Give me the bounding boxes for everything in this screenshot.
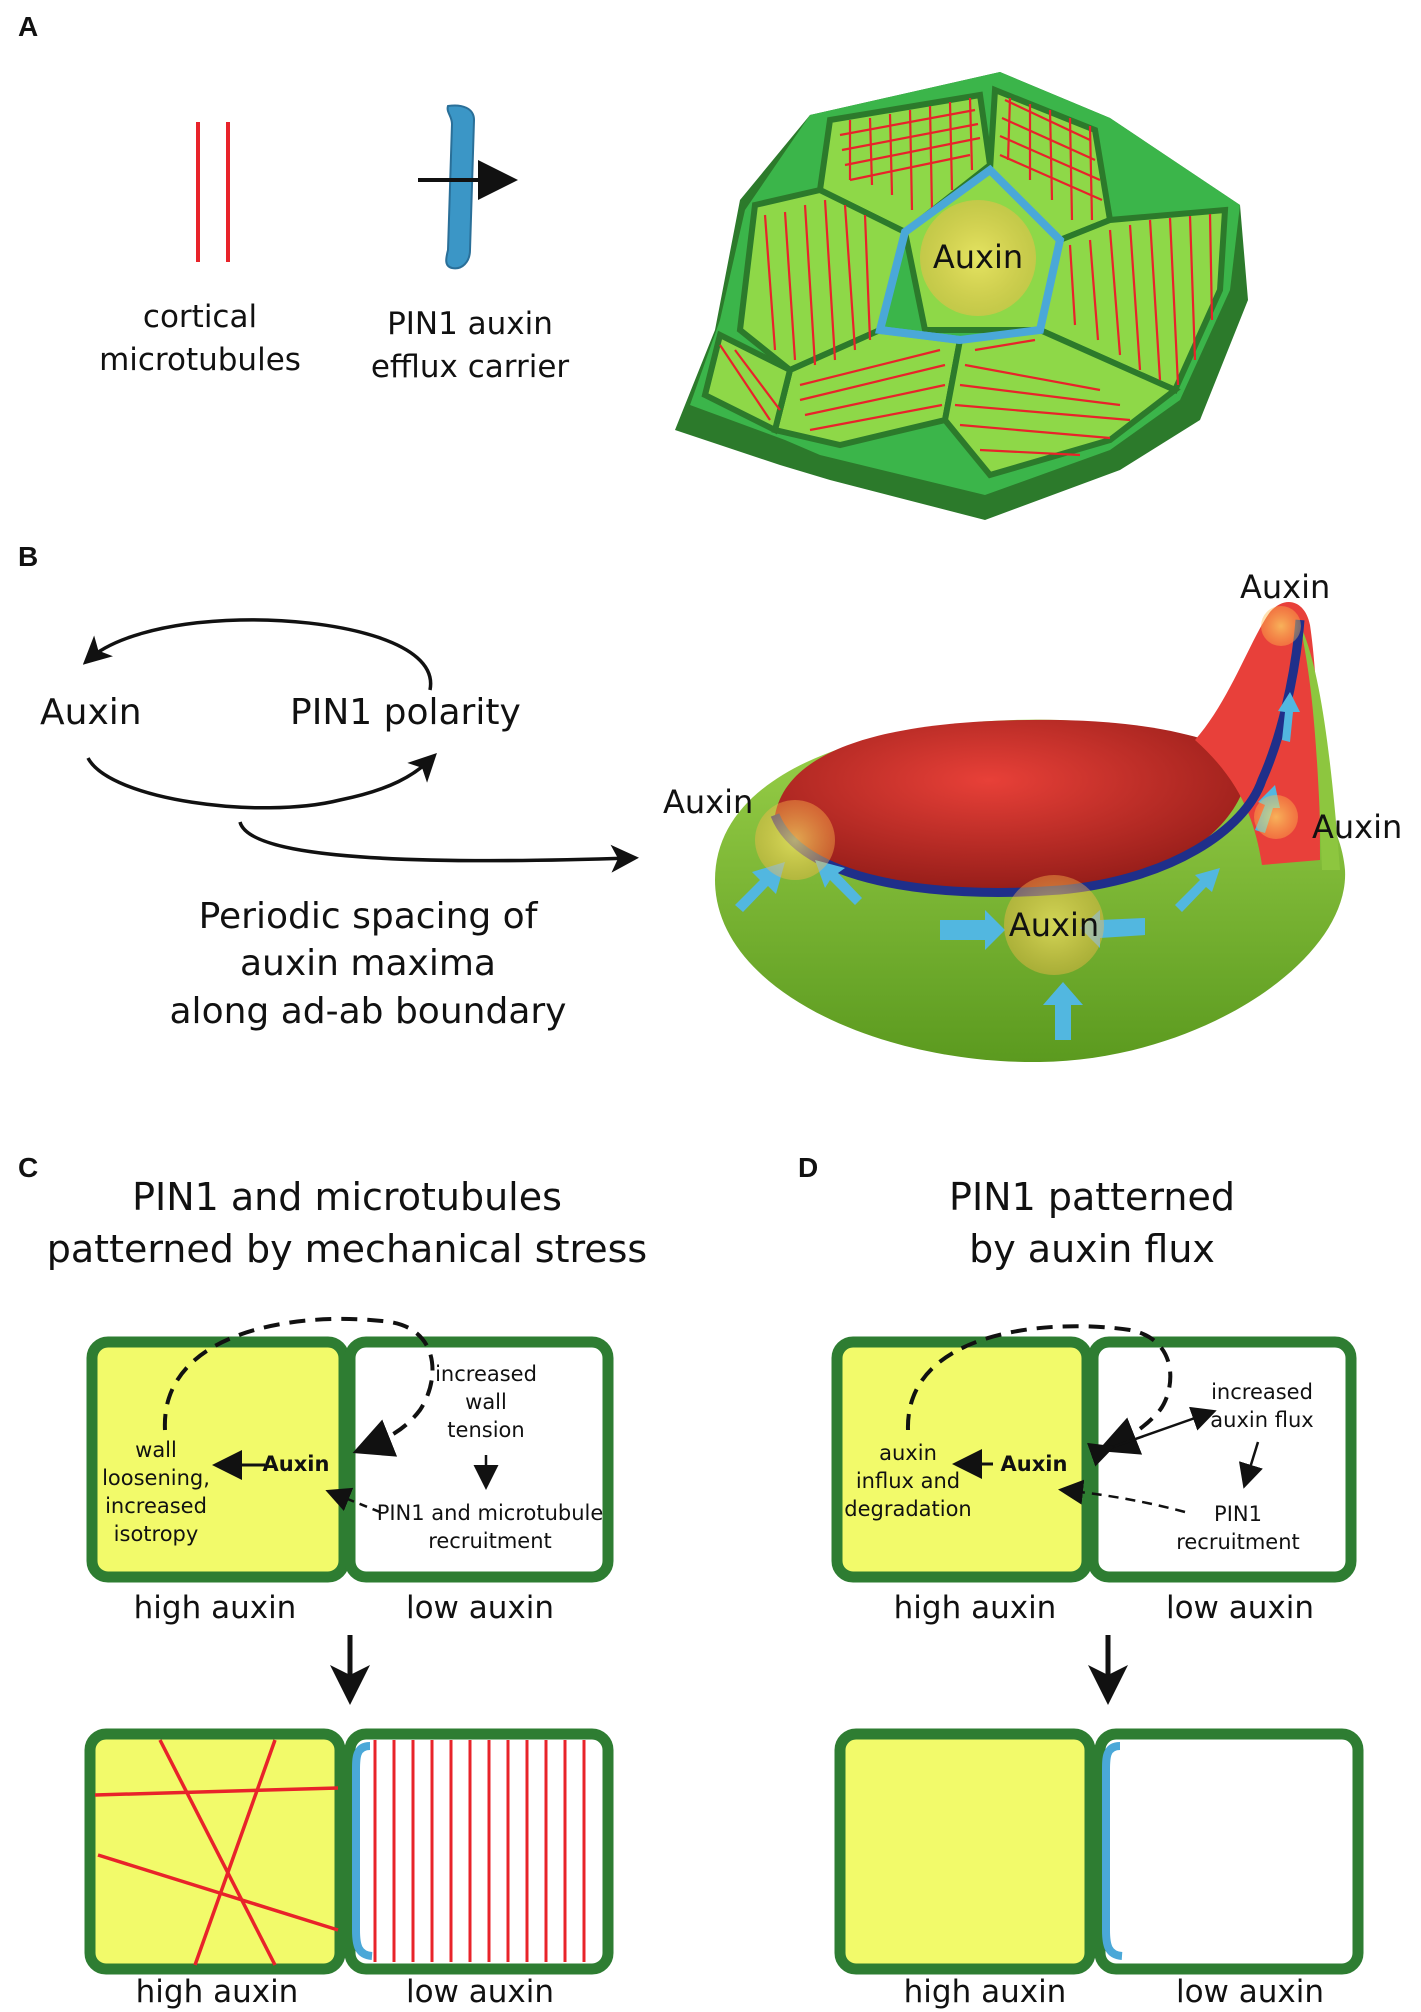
tissue-auxin-glow	[920, 200, 1036, 316]
panel-letter-c: C	[18, 1152, 38, 1183]
panel-letter-b: B	[18, 541, 38, 572]
panel-d-cells-bottom	[834, 1728, 1364, 1975]
c-left-cell-text-2: loosening,	[102, 1466, 210, 1490]
microtubules-legend-label-2: microtubules	[99, 342, 301, 378]
c-right-cell-bottom-2: recruitment	[428, 1529, 552, 1553]
feedback-arrow-top	[82, 618, 433, 691]
c-auxin-bold: Auxin	[263, 1452, 330, 1476]
leaf-auxin-label-left: Auxin	[663, 783, 753, 821]
panel-letter-a: A	[18, 11, 38, 42]
pin1-legend-label-2: efflux carrier	[371, 349, 570, 385]
feedback-pin1-polarity-label: PIN1 polarity	[290, 692, 521, 733]
panel-c-title-1: PIN1 and microtubules	[132, 1175, 562, 1219]
c-right-cell-top-1: increased	[435, 1362, 537, 1386]
feedback-arrow-bottom	[86, 753, 437, 810]
leaf-auxin-label-right: Auxin	[1312, 808, 1402, 846]
leaf-auxin-label-tip: Auxin	[1240, 568, 1330, 606]
c-left-cell-text-4: isotropy	[114, 1522, 199, 1546]
d-low-auxin-bottom: low auxin	[1176, 1974, 1324, 2010]
spacing-arrow	[238, 821, 639, 873]
c-right-cell-top-3: tension	[447, 1418, 524, 1442]
c-right-cell-bottom-1: PIN1 and microtubule	[377, 1501, 604, 1525]
c-high-auxin-top: high auxin	[134, 1590, 297, 1626]
cell-tissue-3d: Auxin	[675, 72, 1248, 520]
d-left-cell-text-2: influx and	[856, 1469, 960, 1493]
panel-d-title-1: PIN1 patterned	[949, 1175, 1235, 1219]
d-high-auxin-bottom: high auxin	[904, 1974, 1067, 2010]
d-auxin-bold: Auxin	[1001, 1452, 1068, 1476]
tissue-pin1	[875, 164, 1065, 345]
panel-d-cells-top	[831, 1324, 1357, 1583]
panel-c-title-2: patterned by mechanical stress	[47, 1227, 647, 1271]
d-left-cell-text-1: auxin	[879, 1441, 937, 1465]
d-right-cell-top-1: increased	[1211, 1380, 1313, 1404]
pin1-legend-icon	[418, 104, 518, 270]
c-high-auxin-bottom: high auxin	[136, 1974, 299, 2010]
d-left-cell-text-3: degradation	[844, 1497, 972, 1521]
d-right-cell-bottom-2: recruitment	[1176, 1530, 1300, 1554]
spacing-text-1: Periodic spacing of	[199, 896, 539, 937]
c-low-auxin-top: low auxin	[406, 1590, 554, 1626]
tissue-microtubules	[719, 97, 1214, 457]
d-right-cell-bottom-1: PIN1	[1214, 1502, 1262, 1526]
panel-c-cells-top	[86, 1316, 614, 1583]
panel-letter-d: D	[798, 1152, 818, 1183]
c-left-cell-text-1: wall	[135, 1438, 177, 1462]
leaf-auxin-label-center: Auxin	[1009, 906, 1099, 944]
spacing-text-2: auxin maxima	[240, 943, 496, 984]
c-right-cell-top-2: wall	[465, 1390, 507, 1414]
d-low-auxin-top: low auxin	[1166, 1590, 1314, 1626]
microtubules-legend-label-1: cortical	[143, 299, 257, 335]
spacing-text-3: along ad-ab boundary	[170, 991, 567, 1032]
panel-c-cells-bottom	[84, 1728, 614, 1975]
c-left-cell-text-3: increased	[105, 1494, 207, 1518]
pin1-legend-label-1: PIN1 auxin	[387, 306, 553, 342]
d-high-auxin-top: high auxin	[894, 1590, 1057, 1626]
tissue-auxin-label: Auxin	[933, 238, 1023, 276]
feedback-auxin-label: Auxin	[40, 692, 142, 733]
c-low-auxin-bottom: low auxin	[406, 1974, 554, 2010]
leaf-primordium-3d	[715, 602, 1346, 1063]
panel-d-title-2: by auxin flux	[969, 1227, 1215, 1271]
d-right-cell-top-2: auxin flux	[1210, 1408, 1313, 1432]
microtubules-legend-icon	[196, 122, 230, 262]
